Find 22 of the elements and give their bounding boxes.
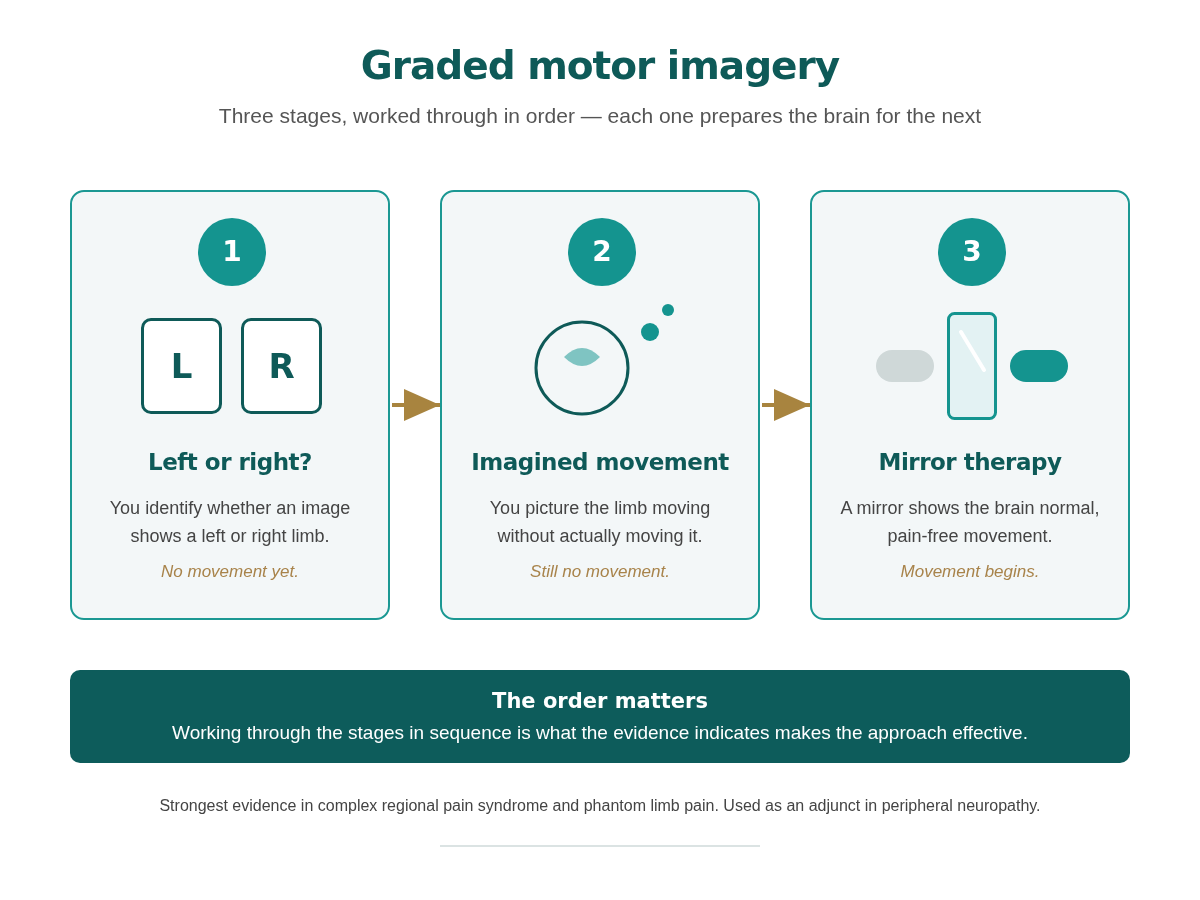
title: Graded motor imagery <box>360 42 840 90</box>
stage-note: Still no movement. <box>530 561 670 583</box>
stage-heading: Left or right? <box>148 448 312 477</box>
footnote: Strongest evidence in complex regional pain syndrome and phantom limb pain. Used as an adjunct in peripheral neuropathy. <box>159 796 1041 816</box>
subtitle: Three stages, worked through in order — each one prepares the brain for the next <box>218 103 982 129</box>
stage-note: Movement begins. <box>900 561 1040 583</box>
stage-description: You picture the limb moving without actually moving it. <box>488 497 712 548</box>
summary-banner <box>70 670 1130 763</box>
stage-card <box>70 190 390 620</box>
banner-heading: The order matters <box>492 688 708 715</box>
arrow <box>762 389 810 421</box>
arrow <box>392 389 440 421</box>
stage-description: You identify whether an image shows a left or right limb. <box>108 497 352 548</box>
stage-card <box>440 190 760 620</box>
stage-note: No movement yet. <box>161 561 299 583</box>
banner-text: Working through the stages in sequence is what the evidence indicates makes the approach effective. <box>172 721 1028 745</box>
stage-heading: Imagined movement <box>471 448 729 477</box>
letter-card: R <box>241 318 322 414</box>
letter-card: L <box>141 318 222 414</box>
stage-card <box>810 190 1130 620</box>
stage-description: A mirror shows the brain normal, pain-free movement. <box>839 497 1101 548</box>
stage-heading: Mirror therapy <box>878 448 1062 477</box>
